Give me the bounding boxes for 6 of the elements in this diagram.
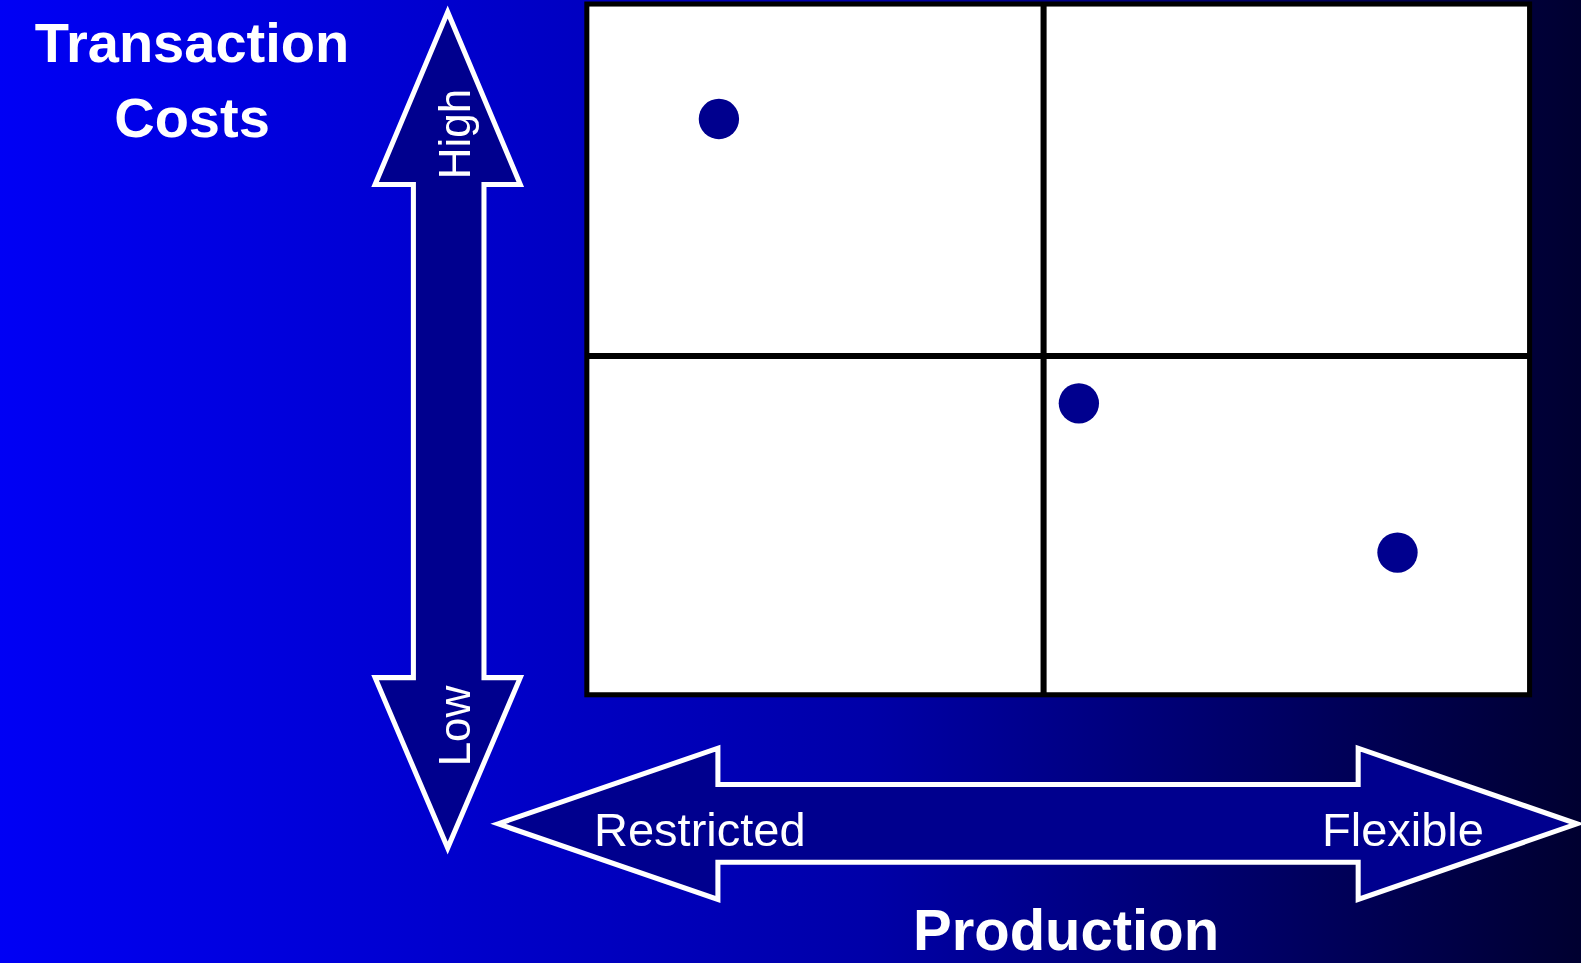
scale-label: High [432, 88, 477, 180]
axis-title: Transaction Costs [33, 9, 351, 152]
scale-label: Low [432, 685, 477, 767]
scale-label: Flexible [1322, 805, 1484, 853]
scale-label: Restricted [594, 805, 806, 853]
axis-title: Production [913, 901, 1220, 959]
